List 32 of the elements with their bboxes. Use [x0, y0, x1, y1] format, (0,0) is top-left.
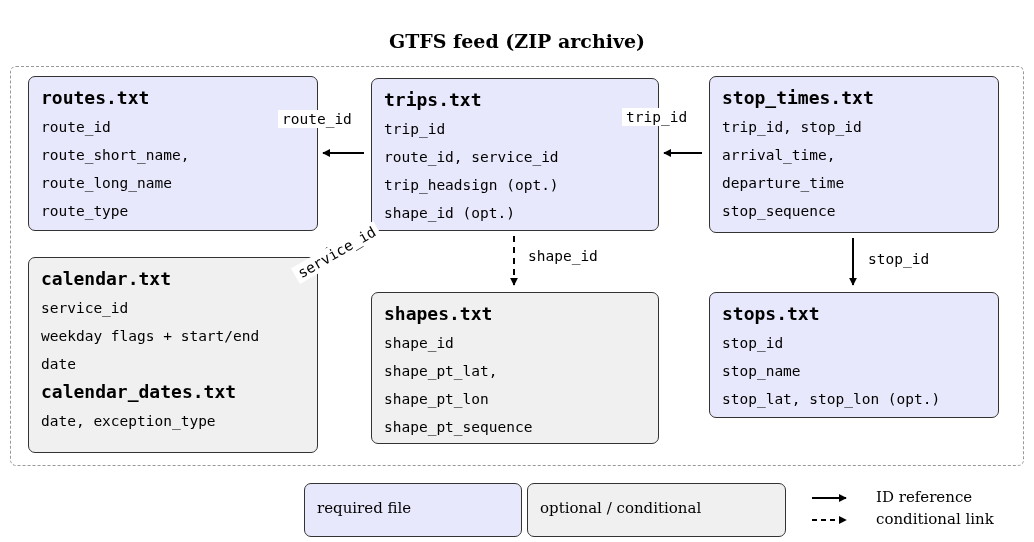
- field-list: shape_pt_sequence: [384, 413, 599, 441]
- field-list: route_id, service_id: [384, 143, 648, 171]
- legend-label: required file: [317, 499, 412, 517]
- feed-container: [10, 66, 1024, 466]
- field-list: trip_id, stop_id: [722, 113, 957, 141]
- file-name: shapes.txt: [384, 302, 494, 326]
- field-list: shape_id: [384, 329, 599, 357]
- arrow: [663, 149, 703, 157]
- file-name: stop_times.txt: [722, 86, 875, 110]
- diagram-title: GTFS feed (ZIP archive): [387, 30, 647, 52]
- file-name: routes.txt: [41, 86, 151, 110]
- file-name: stops.txt: [722, 302, 821, 326]
- field-list: stop_id: [722, 329, 988, 357]
- field-list: weekday flags + start/end date: [41, 322, 276, 378]
- field-list: shape_id (opt.): [384, 199, 648, 227]
- field-list: service_id: [41, 294, 276, 322]
- field-list: stop_sequence: [722, 197, 957, 225]
- field-list: stop_name: [722, 357, 988, 385]
- legend-label: optional / conditional: [540, 499, 702, 517]
- field-list: stop_lat, stop_lon (opt.): [722, 385, 988, 413]
- file-name: calendar_dates.txt: [41, 380, 238, 404]
- arrow: [510, 235, 518, 286]
- file-name: trips.txt: [384, 88, 483, 112]
- legend-label: ID reference: [876, 487, 973, 507]
- field-list: trip_headsign (opt.): [384, 171, 648, 199]
- field-list: date, exception_type: [41, 407, 276, 435]
- arrow: [849, 237, 857, 286]
- arrow: [322, 149, 365, 157]
- file-box: [371, 292, 659, 444]
- legend-label: conditional link: [876, 509, 994, 529]
- file-box: [709, 76, 999, 233]
- file-box: [709, 292, 999, 418]
